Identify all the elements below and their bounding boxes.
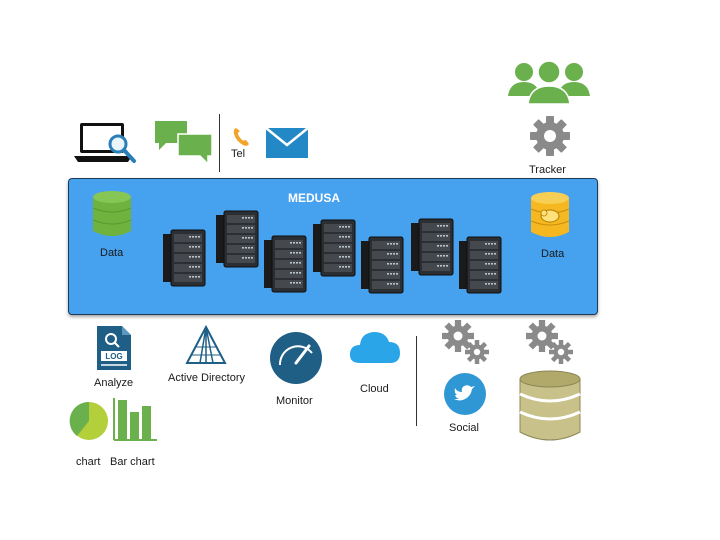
pie-chart-icon <box>69 401 109 446</box>
bar-chart-icon <box>113 398 159 447</box>
bottom-divider <box>416 336 417 426</box>
right-data-label: Data <box>541 248 565 260</box>
chart-label: chart <box>76 456 101 468</box>
banner-title: MEDUSA <box>288 191 341 205</box>
database-stack-icon <box>517 370 583 449</box>
tracker-label: Tracker <box>529 164 566 176</box>
analyze-label: Analyze <box>94 377 134 389</box>
log-file-icon: LOG <box>96 325 132 376</box>
active-directory-label: Active Directory <box>168 372 246 384</box>
log-text: LOG <box>105 352 122 361</box>
gear-icon <box>528 114 572 163</box>
phone-icon <box>232 126 252 153</box>
cloud-icon <box>348 327 402 370</box>
gears-icon <box>442 320 490 369</box>
gauge-icon <box>269 331 323 390</box>
gears-icon <box>526 320 574 369</box>
mail-icon <box>265 127 309 164</box>
laptop-search-icon <box>74 120 138 173</box>
pyramid-icon <box>185 324 227 372</box>
top-divider <box>219 114 220 172</box>
left-data-label: Data <box>100 247 124 259</box>
users-group-icon <box>506 58 592 113</box>
bar-chart-label: Bar chart <box>110 456 155 468</box>
server-rack-icon <box>163 208 513 303</box>
cloud-label: Cloud <box>360 383 389 395</box>
green-database-icon <box>91 190 133 243</box>
twitter-icon <box>443 372 487 421</box>
tel-label: Tel <box>231 148 246 160</box>
hadoop-database-icon <box>529 191 571 244</box>
social-label: Social <box>449 422 479 434</box>
monitor-label: Monitor <box>276 395 313 407</box>
chat-bubbles-icon <box>152 118 216 173</box>
